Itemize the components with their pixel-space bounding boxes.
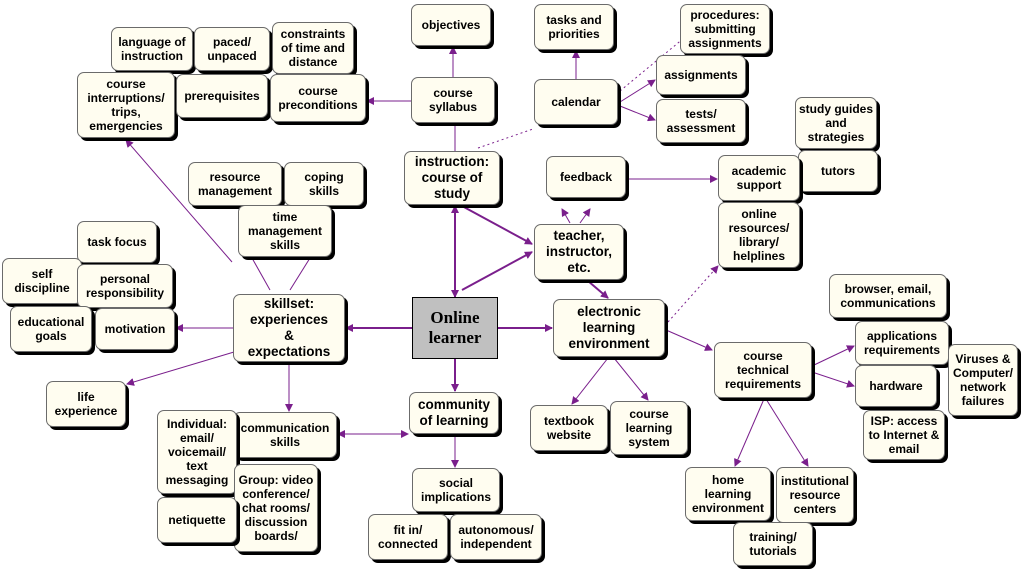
individual-node: Individual: email/ voicemail/ text messa… bbox=[157, 410, 237, 494]
edge-skillset-timemgmt-a bbox=[251, 257, 271, 291]
edge-skillset-timemgmt-b bbox=[289, 257, 311, 291]
applications-requirements-node: applications requirements bbox=[855, 321, 949, 365]
training-node: training/ tutorials bbox=[733, 522, 813, 566]
motivation-node: motivation bbox=[95, 308, 175, 350]
institutional-centers-node: institutional resource centers bbox=[776, 467, 854, 523]
hardware-node: hardware bbox=[855, 365, 937, 407]
edge-tech-hardware bbox=[811, 371, 855, 388]
teacher-node: teacher, instructor, etc. bbox=[534, 224, 624, 280]
edge-instruction-teacher bbox=[461, 205, 533, 245]
edge-environment-technical bbox=[665, 329, 713, 351]
netiquette-node: netiquette bbox=[157, 497, 237, 543]
electronic-environment-node: electronic learning environment bbox=[553, 299, 665, 357]
constraints-node: constraints of time and distance bbox=[272, 22, 354, 74]
edge-tech-institutional bbox=[765, 398, 809, 467]
edge-calendar-assignments bbox=[619, 79, 656, 103]
social-implications-node: social implications bbox=[412, 468, 500, 512]
academic-support-node: academic support bbox=[718, 155, 800, 201]
language-node: language of instruction bbox=[111, 27, 193, 71]
interruptions-node: course interruptions/ trips, emergencies bbox=[77, 72, 175, 138]
edge-environment-resources bbox=[667, 265, 719, 323]
course-syllabus-node: course syllabus bbox=[411, 77, 495, 123]
edge-timemgmt-interruptions bbox=[125, 139, 233, 263]
preconditions-node: course preconditions bbox=[270, 74, 366, 122]
online-resources-node: online resources/ library/ helplines bbox=[718, 202, 800, 268]
procedures-node: procedures: submitting assignments bbox=[680, 4, 770, 54]
self-discipline-node: self discipline bbox=[2, 258, 82, 304]
tests-node: tests/ assessment bbox=[656, 99, 746, 143]
communication-skills-node: communication skills bbox=[233, 412, 337, 458]
edge-tech-home bbox=[734, 398, 765, 467]
skillset-node: skillset: experiences & expectations bbox=[233, 294, 345, 362]
edge-environment-textbook bbox=[571, 357, 609, 405]
course-learning-system-node: course learning system bbox=[610, 401, 688, 455]
online-learner-node: Online learner bbox=[412, 297, 498, 359]
tasks-priorities-node: tasks and priorities bbox=[534, 4, 614, 50]
time-management-node: time management skills bbox=[238, 205, 332, 257]
textbook-website-node: textbook website bbox=[530, 405, 608, 451]
tutors-node: tutors bbox=[798, 150, 878, 192]
community-node: community of learning bbox=[409, 392, 499, 434]
life-experience-node: life experience bbox=[46, 381, 126, 427]
group-node: Group: video conference/ chat rooms/ dis… bbox=[234, 464, 318, 552]
edge-skillset-life bbox=[126, 351, 235, 386]
edge-teacher-feedback-b bbox=[579, 208, 591, 224]
edge-environment-cls bbox=[613, 357, 649, 401]
fit-in-node: fit in/ connected bbox=[368, 514, 448, 560]
calendar-node: calendar bbox=[534, 79, 618, 125]
edge-calendar-tests bbox=[619, 105, 656, 122]
resource-management-node: resource management bbox=[188, 162, 282, 206]
edge-teacher-environment bbox=[587, 280, 609, 299]
educational-goals-node: educational goals bbox=[10, 306, 92, 352]
autonomous-node: autonomous/ independent bbox=[450, 514, 542, 560]
viruses-node: Viruses & Computer/ network failures bbox=[948, 344, 1018, 416]
edge-calendar-procedures bbox=[619, 37, 685, 92]
prerequisites-node: prerequisites bbox=[176, 74, 268, 118]
study-guides-node: study guides and strategies bbox=[795, 97, 877, 149]
feedback-node: feedback bbox=[546, 156, 626, 198]
objectives-node: objectives bbox=[411, 4, 491, 46]
home-environment-node: home learning environment bbox=[685, 467, 771, 521]
edge-tech-applications bbox=[811, 345, 855, 367]
edge-teacher-feedback-a bbox=[561, 208, 571, 224]
assignments-node: assignments bbox=[656, 55, 746, 95]
paced-node: paced/ unpaced bbox=[194, 27, 270, 71]
personal-responsibility-node: personal responsibility bbox=[77, 264, 173, 308]
course-technical-node: course technical requirements bbox=[714, 342, 812, 398]
browser-email-node: browser, email, communications bbox=[829, 274, 947, 318]
edge-learner-teacher bbox=[461, 251, 533, 291]
isp-node: ISP: access to Internet & email bbox=[863, 410, 945, 460]
task-focus-node: task focus bbox=[77, 221, 157, 263]
instruction-node: instruction: course of study bbox=[404, 151, 500, 205]
coping-skills-node: coping skills bbox=[284, 162, 364, 206]
edge-instruction-calendar bbox=[477, 128, 534, 149]
